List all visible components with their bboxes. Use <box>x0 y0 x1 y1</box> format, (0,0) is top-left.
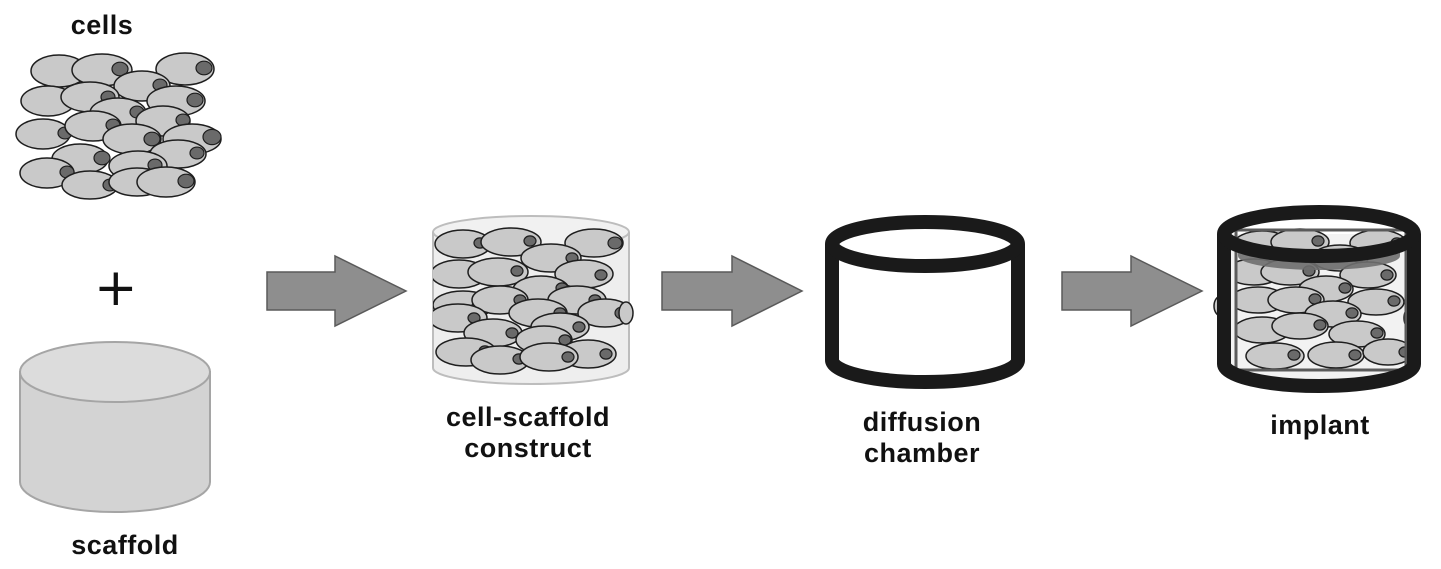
chamber-label-line1: diffusion <box>862 407 982 437</box>
construct-label-line2: construct <box>464 433 592 463</box>
nucleus <box>93 150 111 166</box>
nucleus <box>1380 269 1394 281</box>
cell-scaffold-construct <box>432 215 634 385</box>
nucleus <box>607 236 623 250</box>
cell <box>1271 312 1329 340</box>
nucleus <box>561 351 575 363</box>
scaffold-cylinder <box>19 341 211 513</box>
cell <box>564 228 624 258</box>
cell <box>519 342 579 372</box>
diffusion-chamber-label: diffusion chamber <box>822 407 1022 469</box>
arrow-2 <box>661 254 804 328</box>
cell <box>480 227 542 257</box>
nucleus <box>1313 319 1327 331</box>
nucleus <box>505 327 519 339</box>
cells-label: cells <box>70 10 134 40</box>
nucleus <box>177 173 195 189</box>
arrow-1 <box>266 254 408 328</box>
nucleus <box>1345 307 1359 319</box>
cells-cluster <box>15 52 222 200</box>
nucleus <box>1348 349 1362 361</box>
cell <box>71 53 133 87</box>
cell <box>155 52 215 86</box>
cell <box>15 118 73 150</box>
nucleus <box>523 235 537 247</box>
cell <box>1347 288 1405 316</box>
nucleus <box>111 61 129 77</box>
nucleus <box>594 269 608 281</box>
cell-scaffold-construct-label: cell-scaffold construct <box>418 402 638 464</box>
nucleus <box>1287 349 1301 361</box>
arrow-3 <box>1061 254 1204 328</box>
cell <box>136 166 196 198</box>
cell <box>19 157 75 189</box>
nucleus <box>599 348 613 360</box>
nucleus <box>1370 327 1384 339</box>
plus-sign: + <box>94 258 138 318</box>
cell <box>1245 342 1305 370</box>
scaffold-label: scaffold <box>71 530 179 560</box>
nucleus <box>202 128 222 146</box>
nucleus <box>510 265 524 277</box>
nucleus <box>1311 235 1325 247</box>
nucleus <box>195 60 213 76</box>
cell <box>618 301 634 325</box>
nucleus <box>1387 295 1401 307</box>
construct-label-line1: cell-scaffold <box>445 402 611 432</box>
chamber-label-line2: chamber <box>863 438 981 468</box>
nucleus <box>572 321 586 333</box>
cell <box>434 229 492 259</box>
implant-label: implant <box>1270 410 1370 440</box>
implant <box>1213 205 1421 393</box>
nucleus <box>143 131 161 147</box>
nucleus <box>1338 282 1352 294</box>
cell <box>1307 341 1365 369</box>
nucleus <box>186 92 204 108</box>
nucleus <box>189 146 205 160</box>
diffusion-chamber <box>825 215 1025 389</box>
